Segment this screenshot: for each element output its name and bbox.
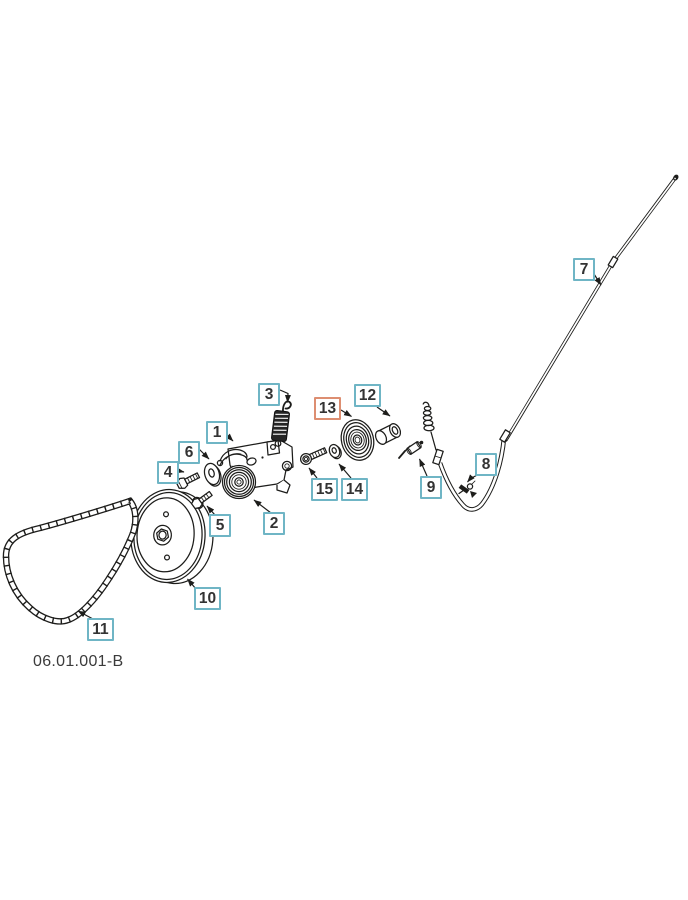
tension-spring-drawing: [271, 400, 292, 447]
cable-end-fitting-drawing: [398, 440, 424, 459]
washer-14-drawing: [328, 443, 342, 460]
callout-label: 13: [318, 399, 337, 417]
callout-box-4[interactable]: 4: [157, 461, 179, 484]
leader-to-part-2: [253, 499, 272, 514]
leader-to-part-5: [206, 505, 216, 516]
small-idler-pulley-drawing: [221, 464, 257, 500]
cable-spring-drawing: [422, 401, 435, 432]
bolt-15-drawing: [299, 447, 328, 466]
callout-label: 1: [212, 423, 222, 441]
callout-label: 15: [315, 480, 334, 498]
callout-label: 3: [264, 385, 274, 403]
leader-to-part-13: [340, 409, 352, 418]
leader-to-part-11: [77, 610, 94, 620]
callout-box-8[interactable]: 8: [475, 453, 497, 476]
flat-idler-pulley-drawing: [340, 419, 375, 461]
callout-label: 14: [345, 480, 364, 498]
leader-to-part-14: [338, 463, 352, 479]
callout-box-2[interactable]: 2: [263, 512, 285, 535]
callout-box-14[interactable]: 14: [341, 478, 368, 501]
callout-label: 9: [426, 478, 436, 496]
callout-label: 12: [358, 386, 377, 404]
leader-to-part-3: [279, 389, 291, 403]
callout-box-15[interactable]: 15: [311, 478, 338, 501]
callout-label: 11: [92, 620, 109, 638]
leader-to-part-15: [308, 467, 318, 479]
drawing-code: 06.01.001-B: [33, 653, 124, 670]
leader-to-part-7: [593, 273, 602, 286]
leader-to-part-9: [418, 458, 428, 477]
callout-box-1[interactable]: 1: [206, 421, 228, 444]
callout-label: 8: [481, 455, 491, 473]
spacer-bushing-drawing: [374, 423, 402, 445]
drive-belt-drawing: [2, 497, 139, 625]
throttle-cable-drawing: [422, 174, 679, 512]
callout-box-9[interactable]: 9: [420, 476, 442, 499]
callout-label: 7: [579, 260, 589, 278]
callout-box-3[interactable]: 3: [258, 383, 280, 406]
callout-box-12[interactable]: 12: [354, 384, 381, 407]
callout-box-10[interactable]: 10: [194, 587, 221, 610]
callout-box-13-highlighted[interactable]: 13: [314, 397, 341, 420]
bolt-5-drawing: [190, 490, 213, 510]
callout-box-5[interactable]: 5: [209, 514, 231, 537]
callout-label: 10: [198, 589, 217, 607]
callout-label: 5: [215, 516, 225, 534]
callout-label: 4: [163, 463, 173, 481]
leader-to-part-12: [376, 406, 391, 417]
callout-box-6[interactable]: 6: [178, 441, 200, 464]
cable-clamp-drawing: [458, 480, 477, 498]
callout-box-11[interactable]: 11: [87, 618, 114, 641]
bolt-4-drawing: [175, 472, 201, 490]
callout-box-7[interactable]: 7: [573, 258, 595, 281]
callout-label: 6: [184, 443, 194, 461]
callout-label: 2: [269, 514, 279, 532]
washer-6-drawing: [203, 462, 222, 487]
